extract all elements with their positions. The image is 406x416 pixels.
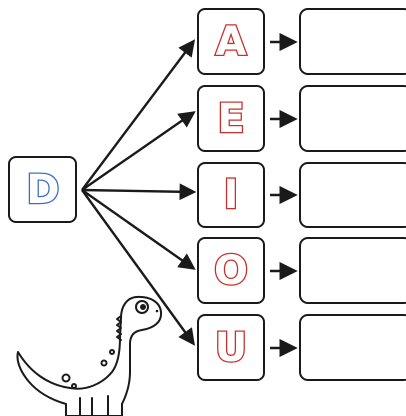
vowel-letter-e: E bbox=[217, 96, 244, 142]
vowel-card-e: E bbox=[197, 85, 265, 152]
answer-box-a[interactable] bbox=[299, 8, 406, 75]
vowel-card-i: I bbox=[197, 162, 265, 228]
vowel-letter-u: U bbox=[215, 325, 247, 371]
answer-boxes bbox=[299, 8, 406, 381]
arrow-to-o bbox=[81, 189, 196, 270]
vowel-card-u: U bbox=[197, 314, 265, 381]
arrow-to-u bbox=[81, 189, 195, 346]
vowel-letter-o: O bbox=[214, 248, 248, 294]
dinosaur-illustration bbox=[16, 295, 163, 416]
answer-box-u[interactable] bbox=[299, 314, 406, 381]
vowel-card-a: A bbox=[197, 8, 265, 75]
start-letter-card: D bbox=[8, 156, 77, 223]
vowel-letter-i: I bbox=[224, 172, 239, 218]
answer-box-o[interactable] bbox=[299, 237, 406, 304]
small-arrows bbox=[270, 32, 298, 358]
arrow-to-a bbox=[81, 39, 196, 191]
vowel-card-o: O bbox=[197, 237, 265, 304]
answer-box-e[interactable] bbox=[299, 85, 406, 152]
answer-box-i[interactable] bbox=[299, 162, 406, 228]
start-letter: D bbox=[26, 167, 59, 213]
fan-arrows bbox=[81, 39, 197, 346]
arrow-to-i bbox=[81, 183, 197, 201]
vowel-letter-a: A bbox=[216, 19, 247, 65]
arrow-to-e bbox=[81, 111, 196, 191]
